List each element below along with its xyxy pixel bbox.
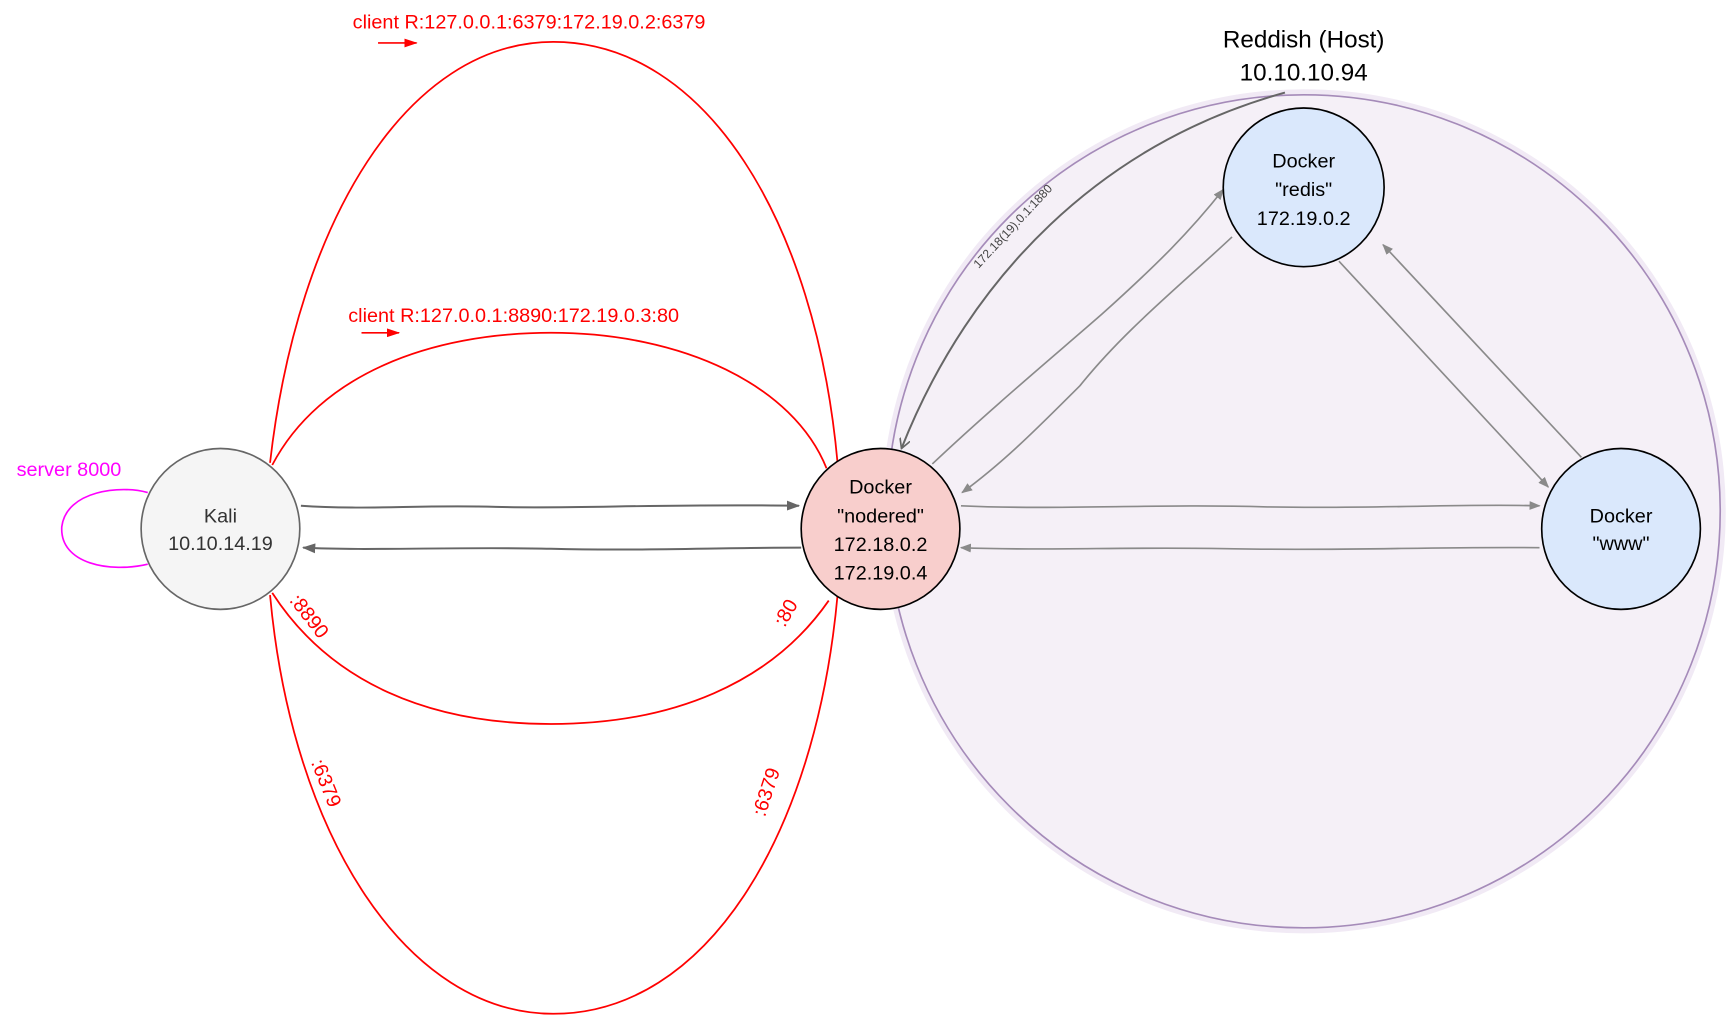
node-label: Docker xyxy=(1590,505,1653,527)
node-label: Docker xyxy=(849,477,912,499)
node-label: 172.18.0.2 xyxy=(834,534,928,556)
server-loop-label: server 8000 xyxy=(17,459,122,481)
edge-host-to-nodered xyxy=(901,91,1286,449)
port-6379-right-label: :6379 xyxy=(749,765,785,819)
edge-nodered-to-kali xyxy=(302,543,802,554)
edge-www-to-nodered xyxy=(959,543,1540,553)
tunnel-8890-bottom xyxy=(271,592,830,725)
edge-kali-to-nodered xyxy=(300,500,801,511)
port-80-label: :80 xyxy=(770,596,803,631)
port-8890-label: :8890 xyxy=(285,590,333,643)
edge-nodered-to-redis xyxy=(931,188,1224,465)
tunnel-6379-top xyxy=(269,40,839,463)
node-label: Docker xyxy=(1272,150,1335,172)
node-label: 172.19.0.2 xyxy=(1257,208,1351,230)
node-label: Kali xyxy=(204,505,237,527)
node-label: "redis" xyxy=(1275,179,1332,201)
tunnel-6379-bottom xyxy=(269,594,839,1015)
server-loop xyxy=(60,488,148,569)
node-kali[interactable]: Kali 10.10.14.19 xyxy=(140,447,301,611)
node-label: 10.10.14.19 xyxy=(168,533,273,555)
node-label: 172.19.0.4 xyxy=(834,563,928,585)
node-redis[interactable]: Docker "redis" 172.19.0.2 xyxy=(1222,107,1385,268)
host-group: Reddish (Host) 10.10.10.94 xyxy=(881,26,1726,934)
tunnel-8890-label: client R:127.0.0.1:8890:172.19.0.3:80 xyxy=(348,305,679,327)
tunnel-8890-top xyxy=(271,331,828,469)
port-6379-left-label: :6379 xyxy=(306,756,345,810)
tunnel-6379-label: client R:127.0.0.1:6379:172.19.0.2:6379 xyxy=(353,12,706,34)
host-ip: 10.10.10.94 xyxy=(1240,59,1368,86)
edge-nodered-to-www xyxy=(960,501,1541,510)
edge-redis-to-nodered xyxy=(961,236,1233,494)
node-label: "nodered" xyxy=(837,505,924,527)
node-www[interactable]: Docker "www" xyxy=(1540,447,1702,611)
host-title: Reddish (Host) xyxy=(1223,26,1385,53)
edge-redis-to-www xyxy=(1338,260,1550,488)
edge-www-to-redis xyxy=(1382,243,1582,458)
node-nodered[interactable]: Docker "nodered" 172.18.0.2 172.19.0.4 xyxy=(800,447,961,611)
node-label: "www" xyxy=(1593,533,1650,555)
